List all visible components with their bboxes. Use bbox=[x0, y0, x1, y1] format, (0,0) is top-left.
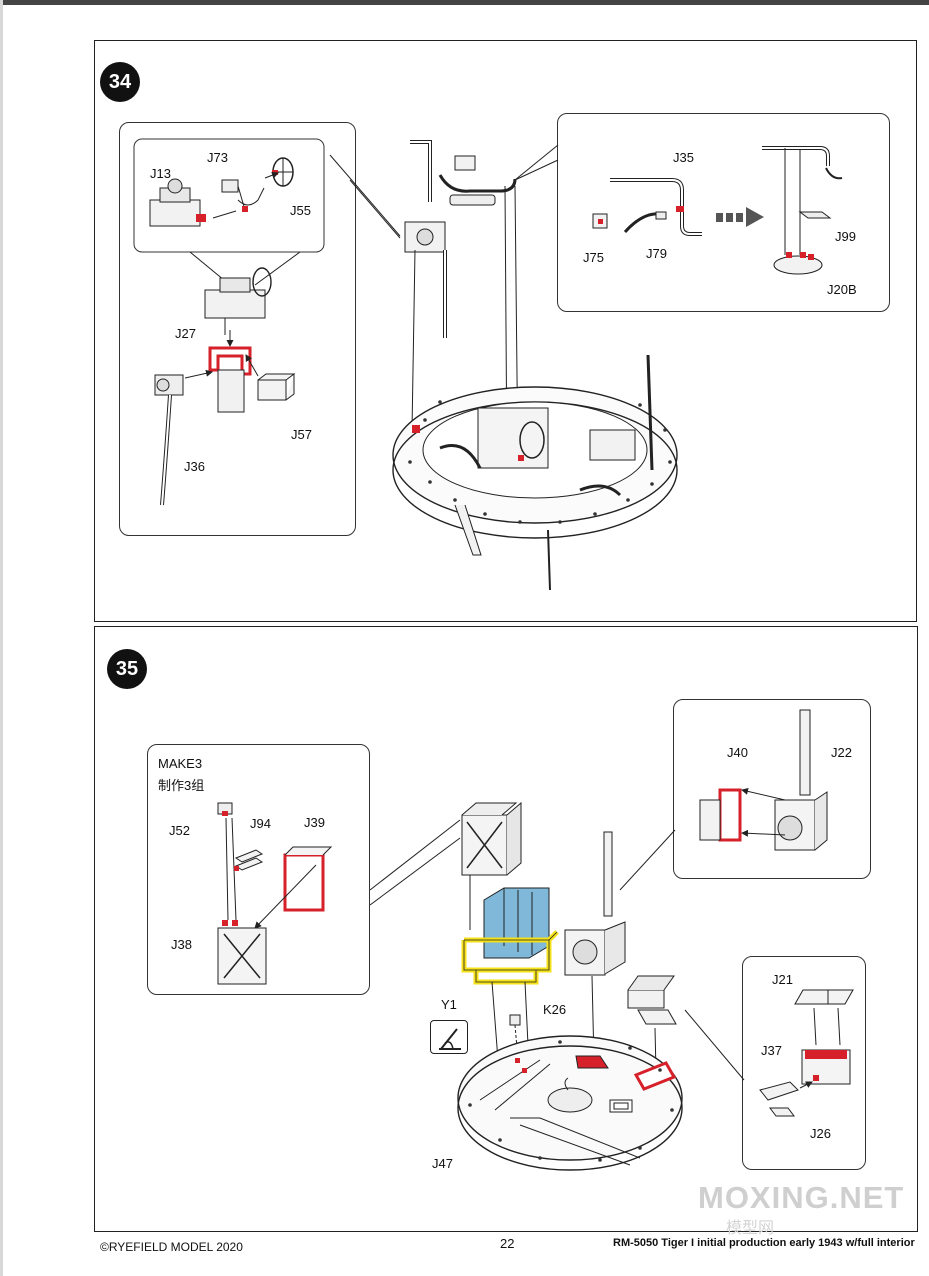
label-j37: J37 bbox=[761, 1043, 782, 1058]
make-note: MAKE3 bbox=[158, 756, 203, 771]
label-j27: J27 bbox=[175, 326, 196, 341]
step-34-right-inset bbox=[557, 113, 890, 312]
step-34-badge: 34 bbox=[100, 62, 140, 102]
label-j36: J36 bbox=[184, 459, 205, 474]
label-y1: Y1 bbox=[441, 997, 457, 1012]
label-j79: J79 bbox=[646, 246, 667, 261]
label-j35: J35 bbox=[673, 150, 694, 165]
label-j40: J40 bbox=[727, 745, 748, 760]
label-j20b: J20B bbox=[827, 282, 857, 297]
label-j26: J26 bbox=[810, 1126, 831, 1141]
watermark-sub: 模型网 bbox=[726, 1220, 775, 1237]
label-j21: J21 bbox=[772, 972, 793, 987]
label-j39: J39 bbox=[304, 815, 325, 830]
label-k26: K26 bbox=[543, 1002, 567, 1017]
footer-product: RM-5050 Tiger I initial production early… bbox=[613, 1237, 915, 1249]
step-35-badge: 35 bbox=[107, 649, 147, 689]
label-j75: J75 bbox=[583, 250, 604, 265]
turret-basket-drawing bbox=[392, 140, 678, 591]
part-j13-icon bbox=[149, 178, 206, 227]
label-j52: J52 bbox=[169, 823, 190, 838]
label-j57: J57 bbox=[291, 427, 312, 442]
make-note-cn: 制作3组 bbox=[158, 778, 205, 793]
label-j73: J73 bbox=[207, 150, 228, 165]
step-arrow-icon bbox=[716, 207, 764, 227]
label-j38: J38 bbox=[171, 937, 192, 952]
footer-page-number: 22 bbox=[500, 1236, 515, 1251]
assembled-device-icon bbox=[204, 267, 272, 335]
label-j55: J55 bbox=[290, 203, 311, 218]
top-edge-bar bbox=[0, 0, 929, 5]
step-35-topright-inset bbox=[673, 699, 871, 879]
page-left-edge bbox=[0, 0, 3, 1276]
label-j13: J13 bbox=[150, 166, 171, 181]
glue-symbol-icon bbox=[430, 1020, 468, 1054]
watermark-text: MOXING.NET bbox=[698, 1180, 905, 1215]
label-j94: J94 bbox=[250, 816, 271, 831]
label-j47: J47 bbox=[432, 1156, 453, 1171]
footer-copyright: ©RYEFIELD MODEL 2020 bbox=[100, 1240, 243, 1254]
label-j22: J22 bbox=[831, 745, 852, 760]
label-j99: J99 bbox=[835, 229, 856, 244]
